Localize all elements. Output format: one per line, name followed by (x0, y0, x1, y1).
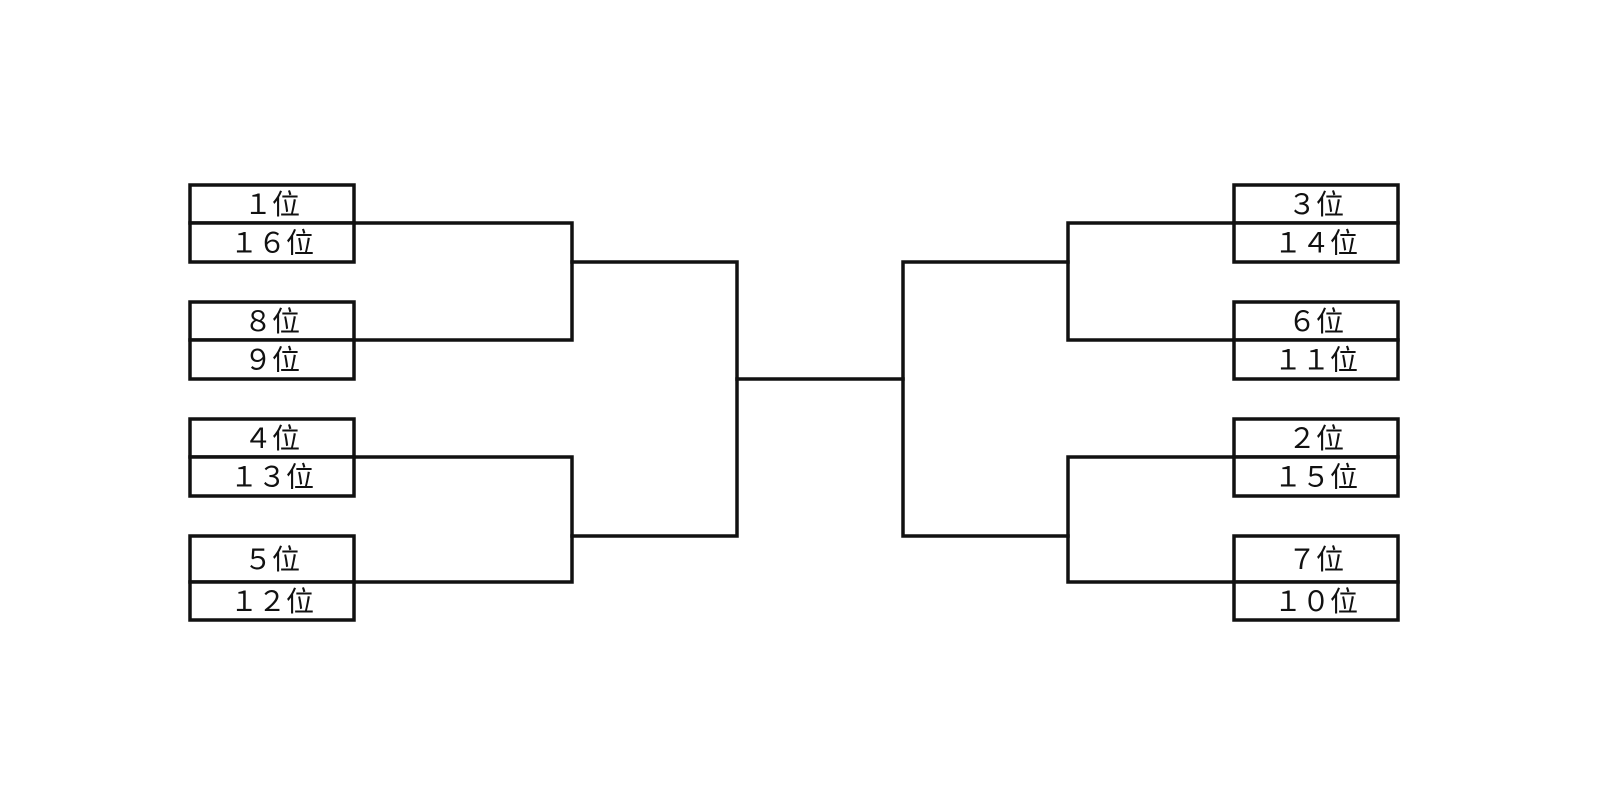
seed-label: １４位 (1274, 227, 1358, 260)
seed-label: １６位 (230, 227, 314, 260)
seed-label: ４位 (244, 422, 300, 455)
bracket-line-r1 (352, 455, 574, 584)
bracket-lines (352, 221, 1236, 584)
seed-label: ３位 (1288, 188, 1344, 221)
seed-label: ２位 (1288, 422, 1344, 455)
seed-box (1232, 534, 1400, 584)
seed-label: ８位 (244, 305, 300, 338)
seed-label: １位 (244, 188, 300, 221)
seed-box (188, 455, 356, 498)
seed-box (188, 417, 356, 459)
bracket-line-r1 (352, 221, 574, 342)
seed-label: １０位 (1274, 585, 1358, 618)
seed-box (188, 580, 356, 622)
seed-box (1232, 580, 1400, 622)
seed-box (188, 534, 356, 584)
seed-label: １５位 (1274, 461, 1358, 494)
seed-label: １３位 (230, 461, 314, 494)
seed-label: １２位 (230, 585, 314, 618)
seed-box (1232, 417, 1400, 459)
seed-box (1232, 338, 1400, 381)
seed-box (188, 338, 356, 381)
bracket-line-r1 (1066, 221, 1236, 342)
seed-label: ６位 (1288, 305, 1344, 338)
bracket-line-r2 (570, 260, 739, 538)
seed-boxes: １位 １６位 ８位 ９位 ４位 １３位 ５位 １２位 ３位 １４位 ６位 １１位 ２位 １５位 ７位 １０位 (188, 183, 1400, 622)
bracket-line-r1 (1066, 455, 1236, 584)
seed-box (1232, 300, 1400, 342)
seed-box (1232, 183, 1400, 225)
seed-label: ９位 (244, 344, 300, 377)
seed-label: ７位 (1288, 543, 1344, 576)
bracket-line-r2 (901, 260, 1070, 538)
seed-box (1232, 221, 1400, 264)
seed-box (1232, 455, 1400, 498)
seed-box (188, 221, 356, 264)
seed-label: ５位 (244, 543, 300, 576)
seed-label: １１位 (1274, 344, 1358, 377)
